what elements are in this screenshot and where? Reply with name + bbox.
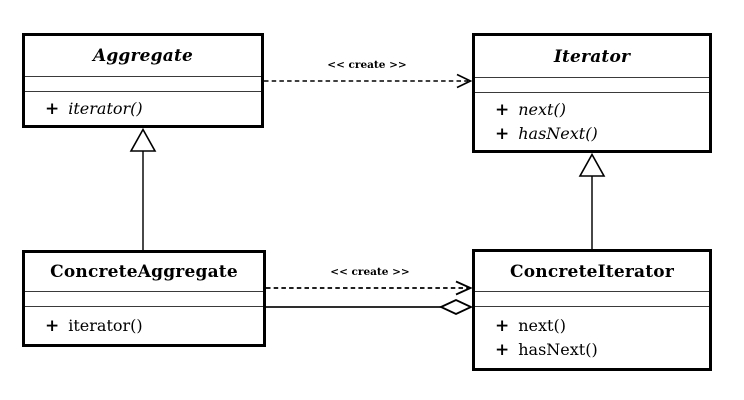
visibility-marker: + [495,339,510,360]
method-signature: hasNext() [518,339,598,359]
method-entry: + next() [495,315,709,337]
attributes-section [25,291,263,307]
method-signature: iterator() [68,98,143,118]
open-arrowhead-icon [455,280,473,296]
method-entry: + iterator() [45,98,261,120]
hollow-triangle-icon [578,152,606,177]
class-name-concrete-aggregate: ConcreteAggregate [50,262,238,282]
class-name-concrete-iterator: ConcreteIterator [510,261,674,282]
class-box-aggregate: Aggregate + iterator() [22,33,264,128]
attributes-section [475,77,709,93]
visibility-marker: + [495,99,510,120]
method-entry: + iterator() [45,315,263,337]
methods-section: + next() + hasNext() [475,307,709,368]
visibility-marker: + [495,315,510,336]
method-signature: next() [518,99,566,119]
create-stereotype-label-bottom: << create >> [330,266,410,278]
method-entry: + next() [495,99,709,121]
visibility-marker: + [45,98,60,119]
attributes-section [475,291,709,307]
create-stereotype-label-top: << create >> [327,59,407,71]
class-box-concrete-aggregate: ConcreteAggregate + iterator() [22,250,266,347]
visibility-marker: + [45,315,60,336]
method-signature: next() [518,315,566,335]
method-entry: + hasNext() [495,123,709,145]
class-name-aggregate: Aggregate [92,46,194,66]
method-entry: + hasNext() [495,339,709,361]
method-signature: iterator() [68,315,143,335]
hollow-diamond-icon [438,299,474,315]
attributes-section [25,76,261,92]
visibility-marker: + [495,123,510,144]
hollow-triangle-icon [129,127,157,152]
methods-section: + iterator() [25,307,263,344]
methods-section: + next() + hasNext() [475,93,709,150]
methods-section: + iterator() [25,92,261,125]
class-box-concrete-iterator: ConcreteIterator + next() + hasNext() [472,249,712,371]
class-name-iterator: Iterator [553,46,631,67]
class-box-iterator: Iterator + next() + hasNext() [472,33,712,153]
open-arrowhead-icon [456,73,473,89]
method-signature: hasNext() [518,123,598,143]
